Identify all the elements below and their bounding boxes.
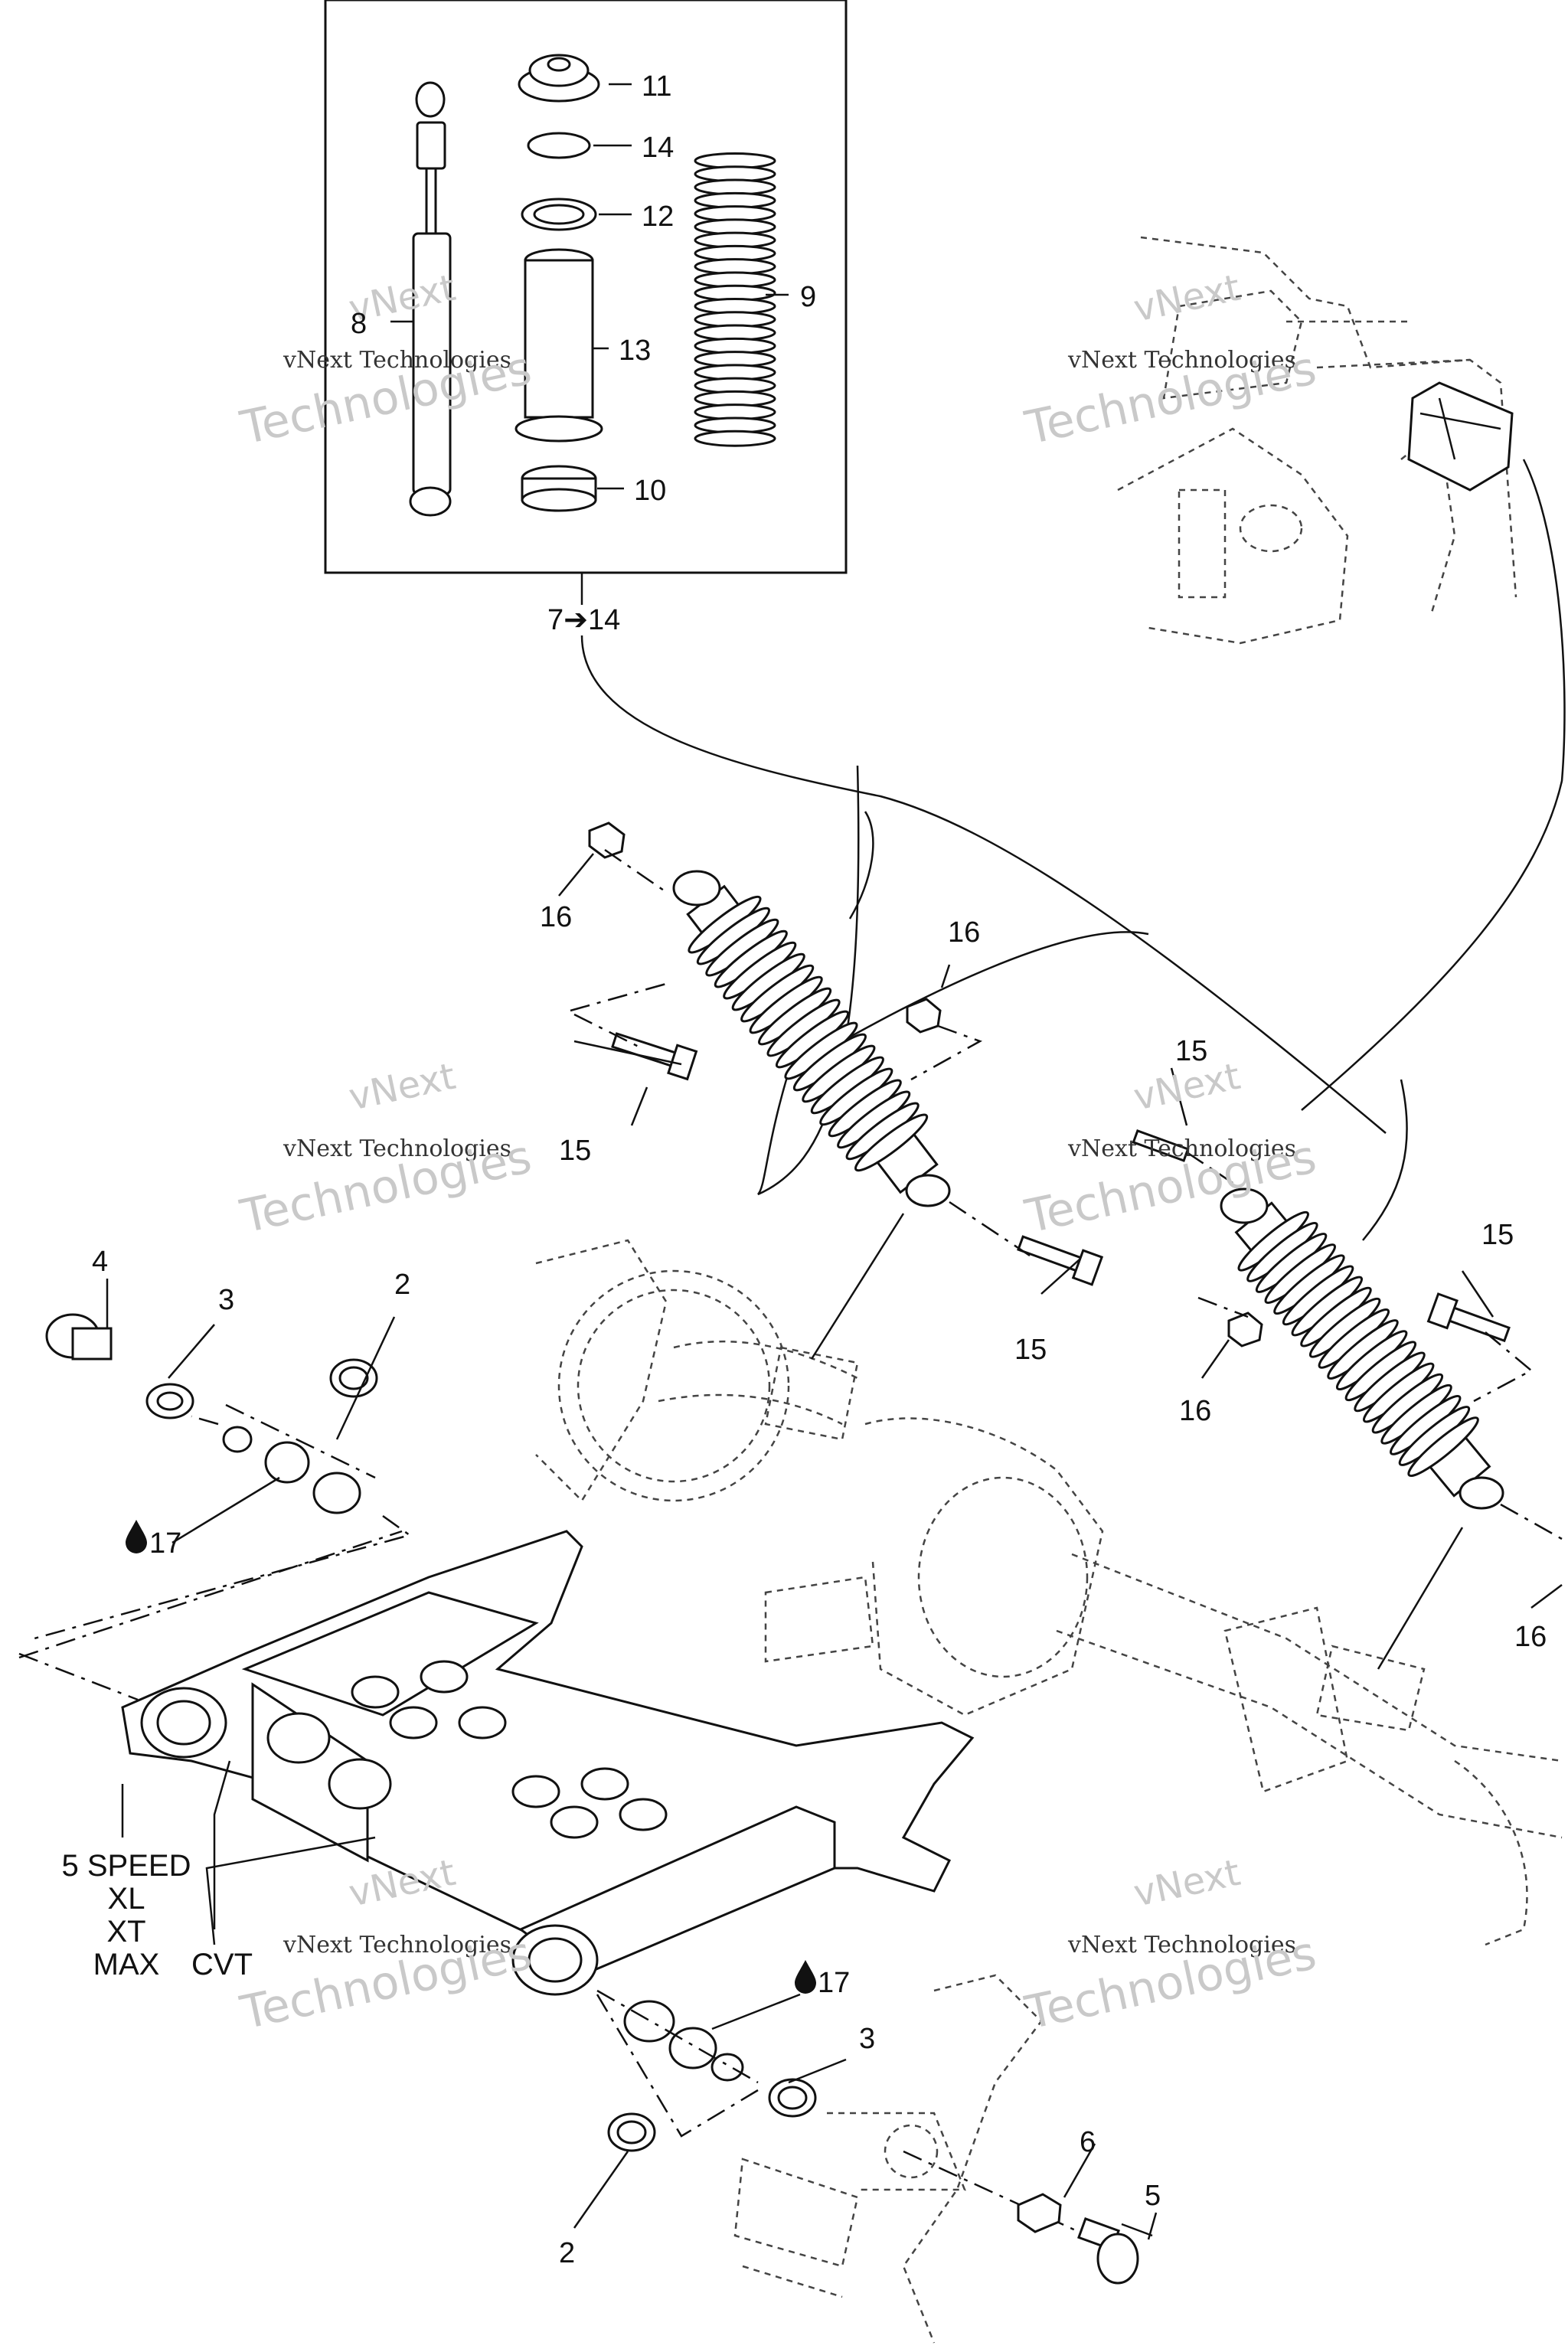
callout-15: 15 (1175, 1035, 1207, 1067)
variant-label: XL (108, 1882, 145, 1916)
right-shock-assembly (1220, 1187, 1504, 1510)
callout-12: 12 (642, 201, 674, 233)
rear-axle-housing (535, 1239, 1563, 1946)
swing-arm (18, 1530, 975, 1996)
watermark-block: vNext vNext Technologies Technologies (1021, 1851, 1321, 2040)
callout-17-bottom: 17 (795, 1960, 850, 1999)
callout-13: 13 (619, 335, 651, 367)
callout-17-top: 17 (126, 1520, 181, 1560)
callout-5: 5 (1145, 2180, 1161, 2212)
watermark-block: vNext vNext Technologies Technologies (236, 266, 537, 456)
left-shock-assembly (672, 870, 951, 1207)
variant-label: 5 SPEED (62, 1849, 191, 1883)
callout-6: 6 (1080, 2126, 1096, 2158)
watermark-block: vNext vNext Technologies Technologies (236, 1851, 537, 2040)
callout-15: 15 (1014, 1334, 1047, 1366)
watermark-block: vNext vNext Technologies Technologies (236, 1055, 537, 1244)
upper-frame-detail (1117, 236, 1517, 645)
svg-text:vNext Technologies: vNext Technologies (283, 347, 511, 374)
watermark-block: vNext vNext Technologies Technologies (1021, 266, 1321, 456)
callout-16: 16 (1179, 1395, 1211, 1427)
callout-leaders (106, 853, 1563, 2240)
hardware (570, 822, 1563, 1540)
callout-16: 16 (1514, 1621, 1547, 1653)
callout-3: 3 (218, 1284, 234, 1316)
svg-text:vNext Technologies: vNext Technologies (1067, 347, 1296, 374)
svg-text:vNext Technologies: vNext Technologies (1067, 1135, 1296, 1162)
svg-text:17: 17 (149, 1527, 181, 1560)
svg-text:17: 17 (818, 1967, 850, 1999)
shock-kit-inset (324, 0, 848, 605)
oil-drop-icon (126, 1520, 147, 1553)
svg-text:vNext: vNext (1130, 266, 1244, 331)
callout-3: 3 (859, 2023, 875, 2055)
spring-sleeve (514, 248, 603, 443)
oil-drop-icon (795, 1960, 816, 1994)
svg-text:vNext: vNext (345, 1851, 459, 1916)
callout-11: 11 (642, 70, 671, 103)
svg-text:vNext: vNext (345, 1055, 459, 1119)
variant-labels: 5 SPEED XL XT MAX CVT (62, 1849, 253, 1981)
spring-coil (1407, 1416, 1479, 1478)
callout-labels: 11 14 12 9 8 13 10 7➔14 16 16 15 15 15 1… (62, 70, 1547, 2269)
variant-label: XT (106, 1915, 145, 1949)
callout-2: 2 (559, 2237, 575, 2269)
callout-15: 15 (1481, 1219, 1514, 1251)
callout-15: 15 (559, 1135, 591, 1167)
svg-text:vNext Technologies: vNext Technologies (1067, 1932, 1296, 1958)
callout-16: 16 (948, 916, 980, 949)
coil-spring (694, 152, 776, 447)
spring-coil (694, 430, 776, 447)
right-bearing-stack (596, 1989, 817, 2152)
svg-text:vNext Technologies: vNext Technologies (283, 1932, 511, 1958)
variant-label: MAX (93, 1948, 160, 1981)
lower-frame-bracket (733, 1974, 1139, 2344)
shock-spring (1234, 1201, 1491, 1498)
callout-10: 10 (634, 475, 666, 507)
spring-cap (518, 54, 600, 103)
callout-16: 16 (540, 901, 572, 933)
callout-9: 9 (800, 281, 816, 313)
variant-label-cvt: CVT (191, 1948, 253, 1981)
shock-spring (686, 884, 939, 1194)
callout-2: 2 (394, 1269, 410, 1301)
adjuster-ring (521, 465, 597, 512)
svg-text:vNext: vNext (1130, 1851, 1244, 1916)
spring-washer (521, 198, 597, 231)
callout-4: 4 (92, 1246, 108, 1278)
spring-clip (527, 132, 591, 159)
spring-coil (854, 1113, 929, 1172)
callout-8: 8 (351, 308, 367, 340)
left-bearing-stack (34, 1313, 412, 1640)
inset-group-label: 7➔14 (547, 604, 620, 636)
svg-text:vNext Technologies: vNext Technologies (283, 1135, 511, 1162)
callout-14: 14 (642, 132, 674, 164)
shock-absorber-body (409, 81, 452, 517)
